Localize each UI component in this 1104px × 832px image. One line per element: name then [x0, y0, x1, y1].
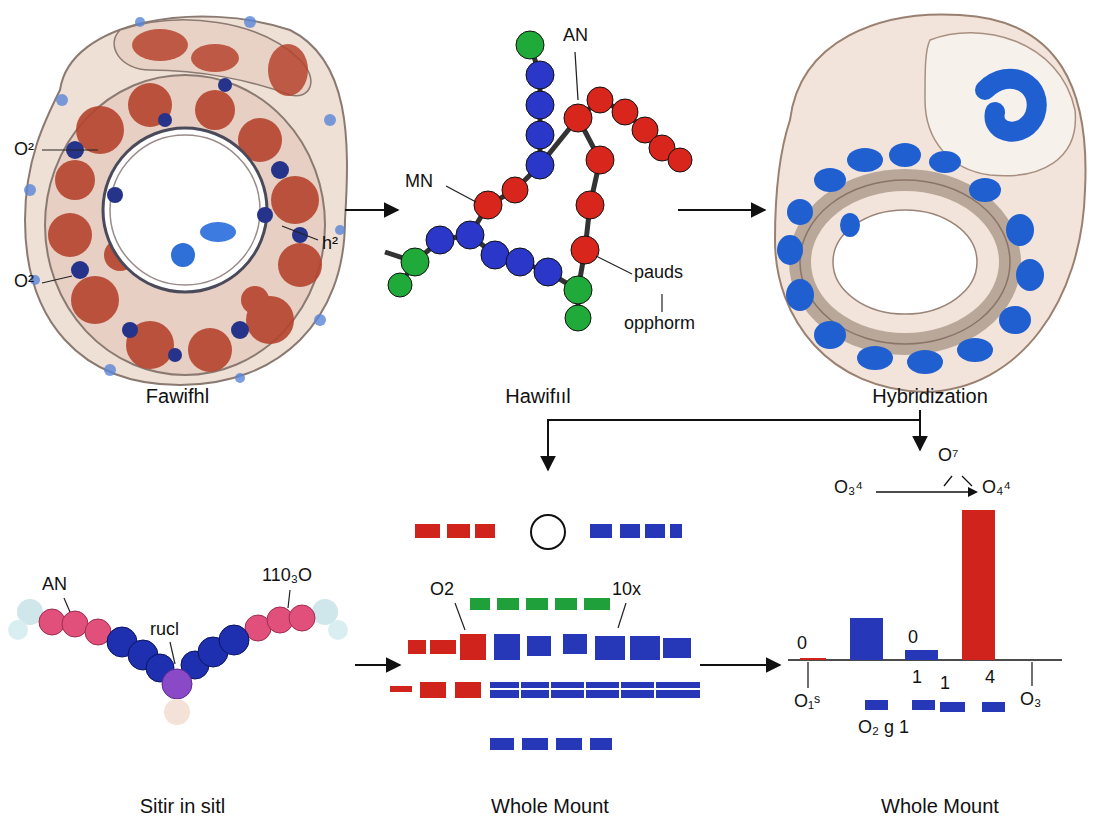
panel-caption: Hawifııl [501, 383, 575, 410]
part-label: 110₃O [262, 566, 312, 586]
part-label: pauds [634, 263, 683, 283]
figure-panel: Hawifııl [398, 20, 678, 410]
panel-caption: Whole Mount [487, 793, 613, 820]
cell-section [24, 16, 347, 385]
part-label: 4 [985, 668, 995, 688]
band-pattern [390, 515, 700, 750]
part-label: MN [405, 172, 433, 192]
part-label: O₃ [1020, 690, 1041, 710]
v-chain-model [8, 590, 348, 725]
figure-panel: Whole Mount [780, 450, 1100, 820]
part-label: rucl [150, 620, 179, 640]
figure-panel: Fawifhl [10, 5, 345, 410]
part-label: O2 [430, 580, 454, 600]
flow-arrow [345, 209, 398, 211]
panel-caption: Whole Mount [877, 793, 1003, 820]
figure-panel: Hybridization [765, 10, 1095, 410]
figure-panel: Sitir in sitl [10, 560, 355, 820]
part-label: O² [14, 272, 34, 292]
part-label: O₃⁴ [834, 478, 863, 498]
molecule-model [385, 31, 692, 331]
bar-chart [788, 476, 1062, 712]
panel-caption: Hybridization [868, 383, 992, 410]
flow-arrow [700, 664, 780, 666]
part-label: AN [42, 575, 67, 595]
panel-caption: Sitir in sitl [136, 793, 230, 820]
part-label: h² [322, 234, 338, 254]
panel-caption: Fawifhl [142, 383, 213, 410]
part-label: O₄⁴ [982, 478, 1011, 498]
part-label: O₁ˢ [794, 692, 820, 712]
part-label: O⁷ [938, 446, 959, 466]
flow-arrow [355, 664, 400, 666]
part-label: 0 [908, 628, 918, 648]
flow-arrow [678, 209, 765, 211]
part-label: 1 [912, 668, 922, 688]
part-label: 1 [940, 674, 950, 694]
part-label: 10x [612, 580, 641, 600]
part-label: AN [563, 26, 588, 46]
part-label: 0 [797, 634, 807, 654]
flow-arrow [919, 410, 921, 450]
figure-panel: Whole Mount [400, 470, 700, 820]
hybridized-section [775, 14, 1086, 392]
part-label: opphorm [624, 314, 695, 334]
part-label: O₂ g 1 [858, 718, 909, 738]
part-label: O² [14, 140, 34, 160]
flow-arrow [548, 410, 920, 470]
